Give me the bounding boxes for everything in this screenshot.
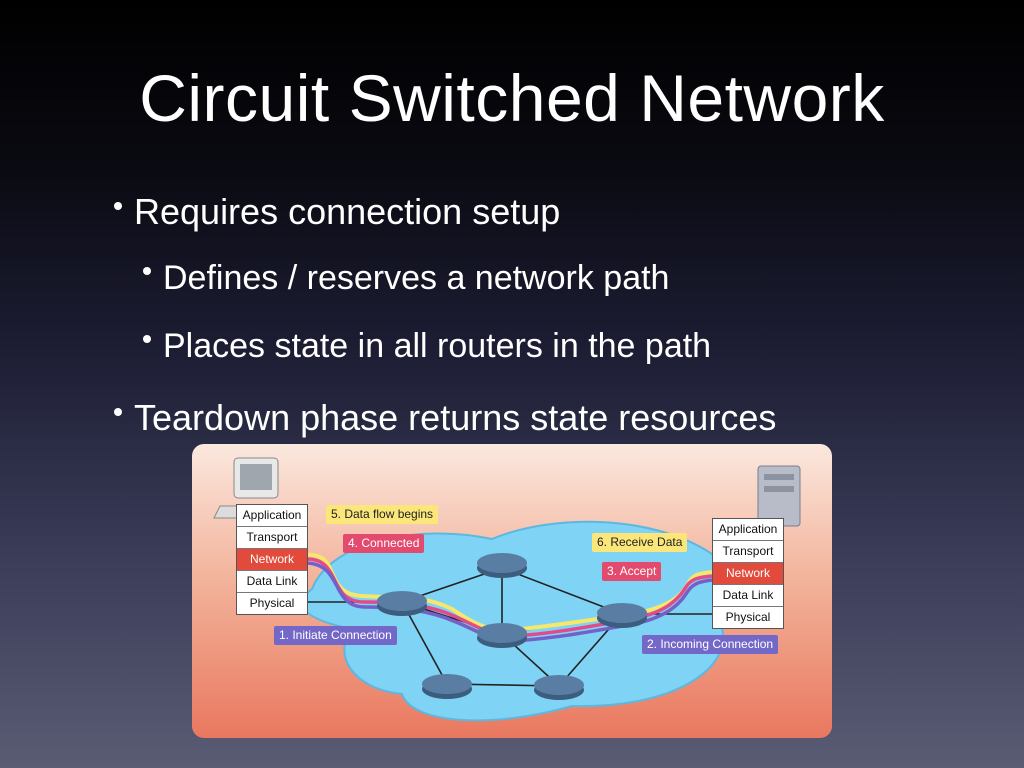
layer-application: Application xyxy=(237,505,307,527)
right-protocol-stack: Application Transport Network Data Link … xyxy=(712,518,784,629)
router-icon xyxy=(477,623,527,648)
bullet-1-2-text: Places state in all routers in the path xyxy=(163,327,712,365)
bullet-dot xyxy=(114,408,122,416)
bullet-1-text: Requires connection setup xyxy=(134,191,561,232)
layer-network: Network xyxy=(237,549,307,571)
bullet-2: Teardown phase returns state resources xyxy=(114,396,776,440)
bullet-dot xyxy=(143,335,151,343)
step-5-label: 5. Data flow begins xyxy=(326,505,439,524)
layer-application: Application xyxy=(713,519,783,541)
bullet-dot xyxy=(114,202,122,210)
bullet-1: Requires connection setup xyxy=(114,190,560,234)
step-6-label: 6. Receive Data xyxy=(592,533,688,552)
router-icon xyxy=(422,674,472,699)
layer-physical: Physical xyxy=(249,596,295,610)
slide-title: Circuit Switched Network xyxy=(139,61,885,135)
bullet-1-2: Places state in all routers in the path xyxy=(143,324,711,368)
left-protocol-stack: Application Transport Network Data Link … xyxy=(236,504,308,615)
step-1-label: 1. Initiate Connection xyxy=(274,626,397,645)
bullet-2-text: Teardown phase returns state resources xyxy=(134,397,777,438)
bullet-1-1-text: Defines / reserves a network path xyxy=(163,259,670,297)
router-icon xyxy=(377,591,427,616)
bullet-dot xyxy=(143,267,151,275)
layer-transport: Transport xyxy=(237,527,307,549)
step-2-label: 2. Incoming Connection xyxy=(642,635,779,654)
router-icon xyxy=(477,553,527,578)
router-icon xyxy=(597,603,647,628)
router-icon xyxy=(534,675,584,700)
layer-data-link: Data Link xyxy=(237,571,307,593)
layer-data-link: Data Link xyxy=(713,585,783,607)
layer-physical: Physical xyxy=(725,610,771,624)
step-4-label: 4. Connected xyxy=(343,534,425,553)
step-3-label: 3. Accept xyxy=(602,562,662,581)
circuit-network-diagram: Application Transport Network Data Link … xyxy=(192,444,832,738)
server-icon xyxy=(757,465,801,527)
layer-transport: Transport xyxy=(713,541,783,563)
bullet-1-1: Defines / reserves a network path xyxy=(143,256,669,300)
layer-network: Network xyxy=(713,563,783,585)
